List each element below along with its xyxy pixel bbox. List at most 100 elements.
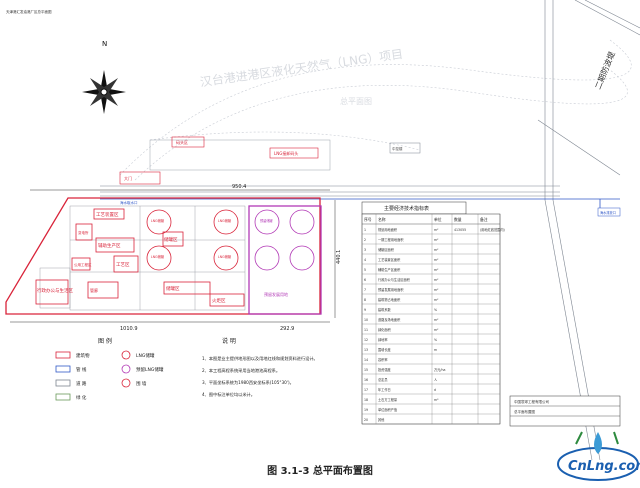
- label-storage-zone: 储罐区: [166, 285, 180, 292]
- table-cell: 一期工程用地面积: [378, 237, 404, 242]
- table-cell: 单位面积产值: [378, 407, 398, 412]
- legend-label: 道 路: [76, 380, 87, 387]
- pipeline: [100, 198, 620, 210]
- legend-swatch: [121, 378, 131, 388]
- flame-icon: [594, 432, 602, 454]
- table-cell: 1: [364, 228, 366, 232]
- tank-a-label: LNG储罐: [151, 218, 165, 223]
- table-header-cell: 序号: [364, 217, 372, 222]
- dim-right-value: 440.1: [336, 250, 342, 264]
- table-cell: 储罐区面积: [378, 247, 395, 252]
- table-cell: m²: [434, 228, 439, 232]
- table-cell: 围墙长度: [378, 347, 392, 352]
- label-corridor: 管廊: [90, 287, 98, 293]
- legend-swatch: [55, 365, 71, 373]
- table-cell: 3: [364, 248, 366, 252]
- faded-title: 汉台港进港区液化天然气（LNG）项目: [199, 46, 404, 89]
- header-note: 天津港汇发油港厂区总平面图: [6, 9, 52, 14]
- table-cell: m²: [434, 238, 439, 242]
- buildings: [35, 208, 245, 307]
- legend-label: 绿 化: [76, 394, 87, 401]
- label-utility: 公用工程区: [74, 262, 92, 267]
- table-cell: 5: [364, 268, 366, 272]
- dim-right: 440.1: [334, 200, 342, 318]
- table-cell: 人: [434, 378, 438, 382]
- tank-c-label: LNG储罐: [151, 254, 165, 259]
- legend-label: LNG储罐: [136, 352, 155, 359]
- dim-top-value: 950.4: [232, 184, 246, 190]
- road-band: [100, 185, 560, 197]
- title-block: 中国寰球工程有限公司 总平面布置图: [509, 395, 621, 427]
- internal-grid: [39, 205, 246, 311]
- table-cell: 19: [364, 408, 368, 412]
- table-cell: 辅助生产区面积: [378, 267, 401, 272]
- north-label: N: [102, 40, 107, 48]
- table-cell: m²: [434, 268, 439, 272]
- tank-b-label: LNG储罐: [218, 218, 232, 223]
- table-header-cell: 数量: [454, 217, 462, 222]
- table-cell: 17: [364, 388, 368, 392]
- table-cell: m²: [434, 298, 439, 302]
- table-cell: 工艺装置区面积: [378, 257, 401, 262]
- label-process: 工艺装置区: [96, 211, 119, 218]
- legend-title: 图 例: [98, 337, 112, 345]
- reserve-zone: [248, 205, 322, 315]
- label-aux: 辅助生产区: [98, 242, 121, 249]
- table-cell: 10: [364, 318, 368, 322]
- table-cell: m³: [434, 398, 439, 402]
- table-cell: 413055: [454, 228, 466, 232]
- table-cell: m²: [434, 248, 439, 252]
- table-cell: 13: [364, 348, 368, 352]
- label-sub: 变电所: [78, 230, 89, 235]
- note-line: 4、图中标注单位均以米计。: [202, 391, 255, 398]
- table-header-cell: 备注: [480, 217, 488, 222]
- table-cell: m²: [434, 258, 439, 262]
- notes-title: 说 明: [222, 337, 236, 345]
- dim-bottom-left-value: 1010.9: [120, 326, 138, 332]
- table-cell: m: [434, 348, 437, 352]
- outfall-marker: [597, 207, 621, 217]
- table-cell: m²: [434, 328, 439, 332]
- table-cell: 绿化面积: [378, 327, 392, 332]
- legend-label: 管 线: [76, 366, 87, 373]
- dim-bottom-right-value: 292.9: [280, 326, 294, 332]
- shoreline-arcs: [119, 39, 632, 181]
- label-berth: LNG接卸码头: [274, 150, 298, 156]
- legend-label: 建筑物: [76, 352, 90, 359]
- table-cell: m²: [434, 278, 439, 282]
- label-tank-left: 储罐区: [164, 236, 178, 243]
- legend-label: 预留LNG储罐: [136, 366, 164, 373]
- table-cell: 其他: [378, 417, 385, 422]
- table-cell: %: [434, 308, 437, 312]
- label-dock: 码头区: [176, 139, 188, 145]
- notes: 说 明 1、本图是业主提供地形图以及用地红线和规划资料进行设计。 2、本工程高程系…: [202, 337, 318, 398]
- table-cell: 绿地率: [378, 337, 388, 342]
- table-cell: 建筑物占地面积: [378, 297, 401, 302]
- dim-top: 950.4: [30, 184, 330, 191]
- table-title: 主要经济技术指标表: [384, 205, 429, 212]
- tank-d-label: LNG储罐: [218, 254, 232, 259]
- note-line: 2、本工程高程系统采用当地港池高程系。: [202, 367, 280, 374]
- table-cell: 土石方工程量: [378, 397, 398, 402]
- note-line: 1、本图是业主提供地形图以及用地红线和规划资料进行设计。: [202, 355, 318, 362]
- logo-text: CnLng.com: [568, 459, 640, 474]
- cnlng-logo: CnLng.com: [556, 426, 640, 484]
- table-cell: 2: [364, 238, 366, 242]
- legend-swatch: [55, 393, 71, 401]
- lng-tanks: [146, 209, 239, 271]
- table-cell: 15: [364, 368, 368, 372]
- site-redline: [5, 197, 321, 315]
- label-gate: 大门: [124, 175, 132, 181]
- table-header-cell: 名称: [378, 217, 386, 222]
- reserve-tanks: [254, 209, 315, 271]
- table-cell: 11: [364, 328, 368, 332]
- table-cell: 9: [364, 308, 366, 312]
- road-label: 二期防波堤: [593, 50, 617, 91]
- legend-swatch: [121, 364, 131, 374]
- table-cell: m²: [434, 318, 439, 322]
- road-diagonal: [537, 0, 640, 461]
- table-cell: (用地红线范围内): [480, 227, 505, 232]
- table-cell: 投资强度: [378, 367, 392, 372]
